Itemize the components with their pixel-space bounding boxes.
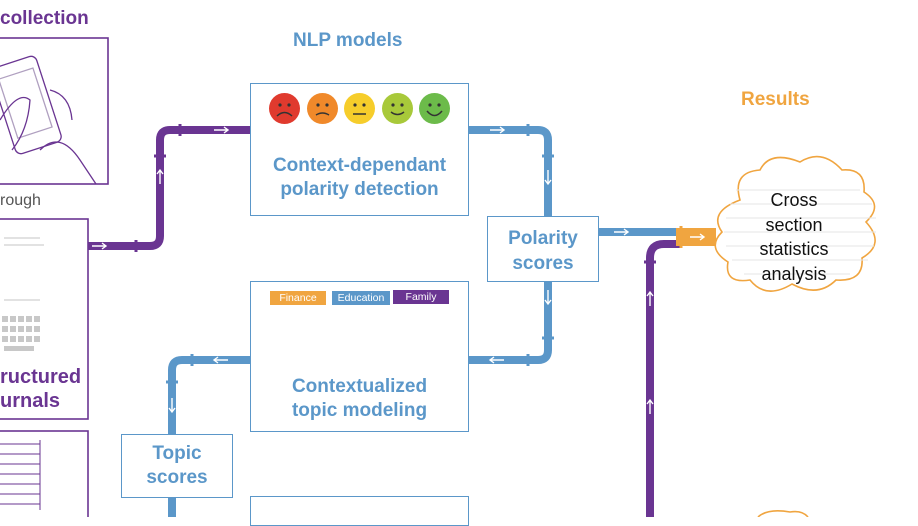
tag-finance: Finance bbox=[270, 291, 326, 305]
pipe-joints-purple-top bbox=[134, 124, 182, 252]
journal-lines bbox=[0, 440, 41, 510]
blue-pipe-left bbox=[168, 356, 252, 434]
topic-modeling-box: Contextualized topic modeling bbox=[250, 281, 469, 432]
polarity-detection-line1: Context-dependant bbox=[272, 155, 447, 176]
polarity-scores-box: Polarity scores bbox=[487, 216, 599, 282]
neutral-face-icon bbox=[344, 93, 375, 124]
collection-heading: collection bbox=[0, 8, 89, 29]
polarity-detection-line2: polarity detection bbox=[280, 179, 439, 200]
purple-pipe-to-results bbox=[646, 240, 680, 517]
tag-education: Education bbox=[332, 291, 390, 305]
app-screenshot-frame bbox=[0, 218, 89, 420]
cloud-background-text bbox=[724, 189, 876, 275]
very-sad-face-icon bbox=[269, 93, 300, 124]
blue-pipe-right-top bbox=[468, 126, 552, 216]
results-heading: Results bbox=[741, 89, 810, 110]
results-cloud-text: Cross section statistics analysis bbox=[742, 188, 846, 286]
flow-arrows bbox=[92, 126, 706, 414]
app-keyboard bbox=[2, 316, 40, 351]
topic-modeling-line2: topic modeling bbox=[291, 400, 428, 421]
phone-illustration-frame bbox=[0, 37, 109, 185]
phone-illustration bbox=[0, 55, 97, 185]
polarity-scores-line2: scores bbox=[512, 253, 574, 274]
topic-scores-line2: scores bbox=[146, 467, 208, 488]
structured-journals-line1: ructured bbox=[0, 366, 82, 388]
cloud-line3: statistics bbox=[759, 239, 829, 259]
nlp-models-heading: NLP models bbox=[293, 30, 403, 51]
cloud-line2: section bbox=[765, 214, 823, 235]
very-happy-face-icon bbox=[419, 93, 450, 124]
app-text-lines bbox=[4, 237, 44, 301]
blue-pipe-right-bottom bbox=[468, 282, 552, 364]
structured-journals-line2: urnals bbox=[0, 390, 61, 412]
sad-face-icon bbox=[306, 93, 338, 124]
topic-modeling-line1: Contextualized bbox=[291, 376, 428, 397]
next-model-box-partial bbox=[250, 496, 469, 526]
bottom-cloud-partial bbox=[757, 510, 809, 517]
cloud-line1: Cross bbox=[770, 190, 818, 210]
journal-frame bbox=[0, 430, 89, 517]
happy-face-icon bbox=[381, 93, 413, 124]
topic-scores-line1: Topic bbox=[152, 443, 202, 464]
tag-family: Family bbox=[393, 290, 449, 304]
polarity-scores-line1: Polarity bbox=[508, 228, 578, 249]
through-label: rough bbox=[0, 192, 41, 209]
purple-pipe-top bbox=[88, 126, 252, 250]
cloud-line4: analysis bbox=[761, 263, 827, 284]
topic-scores-box: Topic scores bbox=[121, 434, 233, 498]
